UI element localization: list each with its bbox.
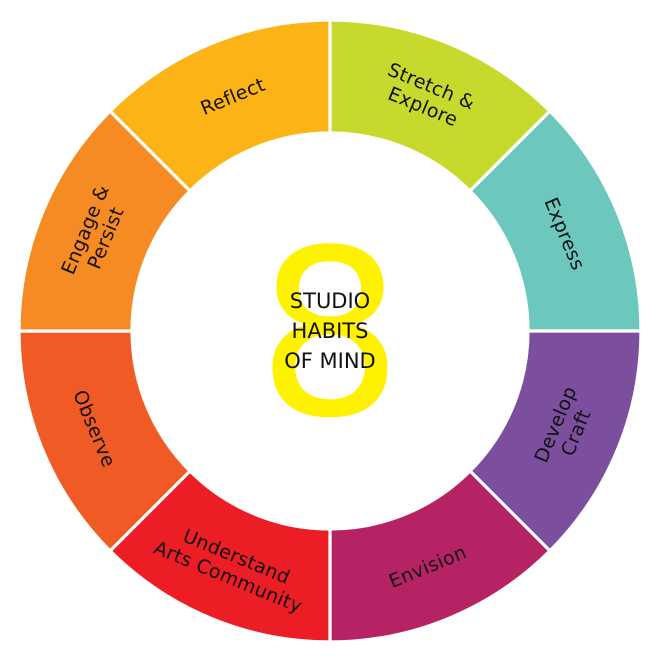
center-title: 8 STUDIO HABITS OF MIND — [257, 202, 403, 469]
center-line-1: STUDIO — [290, 289, 370, 313]
big-eight-numeral: 8 — [257, 202, 403, 469]
center-line-3: OF MIND — [284, 349, 375, 373]
segment-reflect — [107, 18, 332, 194]
center-line-2: HABITS — [292, 319, 369, 343]
ring-segments — [17, 18, 643, 644]
